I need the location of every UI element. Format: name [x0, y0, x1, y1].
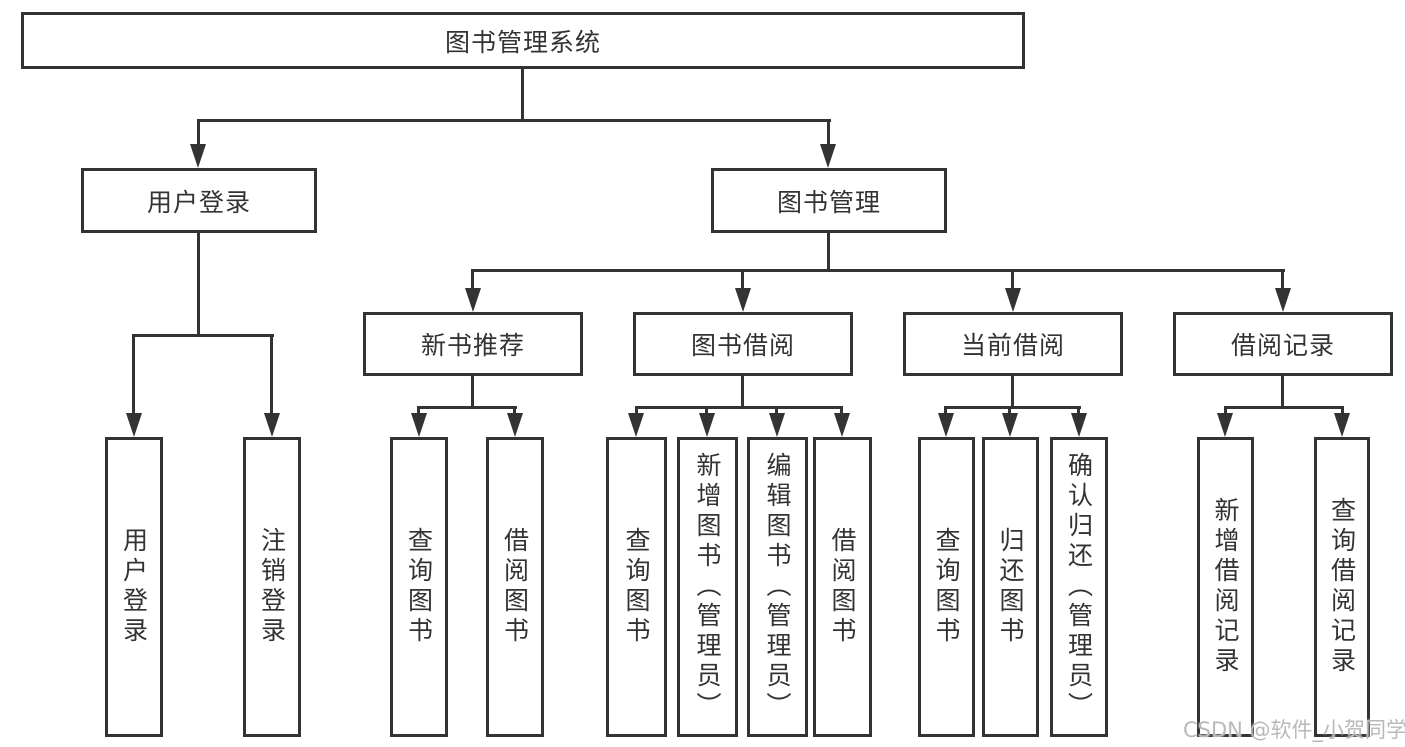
arrow-down-icon — [938, 413, 954, 437]
connector-line — [513, 406, 516, 416]
connector-line — [417, 406, 420, 416]
connector-line — [471, 269, 474, 290]
connector-line — [197, 119, 200, 146]
node-label: 编辑图书（管理员） — [763, 452, 792, 722]
arrow-down-icon — [1071, 413, 1087, 437]
node-label: 新增借阅记录 — [1211, 497, 1240, 677]
leaf-records-search-borrow-record: 查询借阅记录 — [1314, 437, 1370, 737]
arrow-down-icon — [411, 413, 427, 437]
leaf-borrow-edit-books-admin: 编辑图书（管理员） — [747, 437, 808, 737]
node-borrow-records: 借阅记录 — [1173, 312, 1393, 376]
node-label: 新增图书（管理员） — [693, 452, 722, 722]
connector-line — [705, 406, 708, 416]
connector-line — [1011, 269, 1014, 290]
connector-line — [471, 376, 474, 408]
connector-line — [827, 233, 830, 272]
connector-line — [944, 406, 1081, 409]
node-label: 借阅图书 — [500, 527, 530, 647]
node-new-book-recommend: 新书推荐 — [363, 312, 583, 376]
connector-line — [1008, 406, 1011, 416]
connector-line — [521, 69, 524, 120]
watermark: CSDN @软件_小贺同学 — [1183, 718, 1405, 742]
leaf-borrow-search-books: 查询图书 — [606, 437, 667, 737]
node-root-library-system: 图书管理系统 — [21, 12, 1025, 69]
connector-line — [1281, 269, 1284, 290]
arrow-down-icon — [264, 413, 280, 437]
arrow-down-icon — [1334, 413, 1350, 437]
node-user-login: 用户登录 — [81, 168, 317, 233]
arrow-down-icon — [628, 413, 644, 437]
connector-line — [827, 119, 830, 146]
node-label: 查询借阅记录 — [1327, 497, 1357, 677]
connector-line — [132, 334, 135, 413]
connector-line — [1224, 406, 1344, 409]
leaf-borrow-add-books-admin: 新增图书（管理员） — [677, 437, 738, 737]
connector-line — [1077, 406, 1080, 416]
node-label: 新书推荐 — [420, 331, 525, 360]
connector-line — [270, 334, 273, 413]
node-label: 用户登录 — [119, 527, 149, 647]
connector-line — [635, 406, 638, 416]
node-label: 注销登录 — [257, 527, 287, 647]
connector-line — [775, 406, 778, 416]
connector-line — [741, 269, 744, 290]
arrow-down-icon — [1217, 413, 1233, 437]
connector-line — [197, 233, 200, 336]
node-label: 查询图书 — [932, 527, 961, 647]
leaf-records-add-borrow-record: 新增借阅记录 — [1197, 437, 1254, 737]
connector-line — [840, 406, 843, 416]
connector-line — [1281, 376, 1284, 408]
node-label: 图书管理系统 — [444, 27, 601, 57]
arrow-down-icon — [820, 144, 836, 168]
connector-line — [741, 376, 744, 408]
arrow-down-icon — [735, 288, 751, 312]
connector-line — [471, 269, 1285, 272]
leaf-borrow-borrow-books: 借阅图书 — [813, 437, 872, 737]
node-current-borrow: 当前借阅 — [903, 312, 1123, 376]
leaf-current-return-books: 归还图书 — [982, 437, 1039, 737]
node-book-management: 图书管理 — [711, 168, 947, 233]
node-label: 用户登录 — [146, 187, 251, 217]
connector-line — [417, 406, 517, 409]
connector-line — [132, 334, 274, 337]
node-label: 借阅记录 — [1230, 331, 1335, 360]
node-label: 图书借阅 — [690, 331, 795, 360]
leaf-user-login: 用户登录 — [105, 437, 163, 737]
leaf-logout: 注销登录 — [243, 437, 301, 737]
connector-line — [635, 406, 843, 409]
connector-line — [1224, 406, 1227, 416]
arrow-down-icon — [769, 413, 785, 437]
arrow-down-icon — [190, 144, 206, 168]
arrow-down-icon — [834, 413, 850, 437]
node-label: 查询图书 — [622, 527, 651, 647]
arrow-down-icon — [699, 413, 715, 437]
arrow-down-icon — [126, 413, 142, 437]
arrow-down-icon — [465, 288, 481, 312]
connector-line — [1011, 376, 1014, 408]
leaf-recommend-search-books: 查询图书 — [390, 437, 448, 737]
node-label: 图书管理 — [776, 187, 881, 217]
node-label: 借阅图书 — [828, 527, 857, 647]
node-label: 查询图书 — [404, 527, 434, 647]
leaf-current-confirm-return-admin: 确认归还（管理员） — [1050, 437, 1108, 737]
connector-line — [197, 119, 831, 122]
connector-line — [944, 406, 947, 416]
node-label: 当前借阅 — [960, 331, 1065, 360]
node-label: 确认归还（管理员） — [1064, 452, 1094, 722]
leaf-current-search-books: 查询图书 — [918, 437, 975, 737]
leaf-recommend-borrow-books: 借阅图书 — [486, 437, 544, 737]
arrow-down-icon — [1002, 413, 1018, 437]
node-label: 归还图书 — [996, 527, 1025, 647]
node-book-borrow: 图书借阅 — [633, 312, 853, 376]
arrow-down-icon — [1275, 288, 1291, 312]
arrow-down-icon — [507, 413, 523, 437]
arrow-down-icon — [1005, 288, 1021, 312]
connector-line — [1341, 406, 1344, 416]
